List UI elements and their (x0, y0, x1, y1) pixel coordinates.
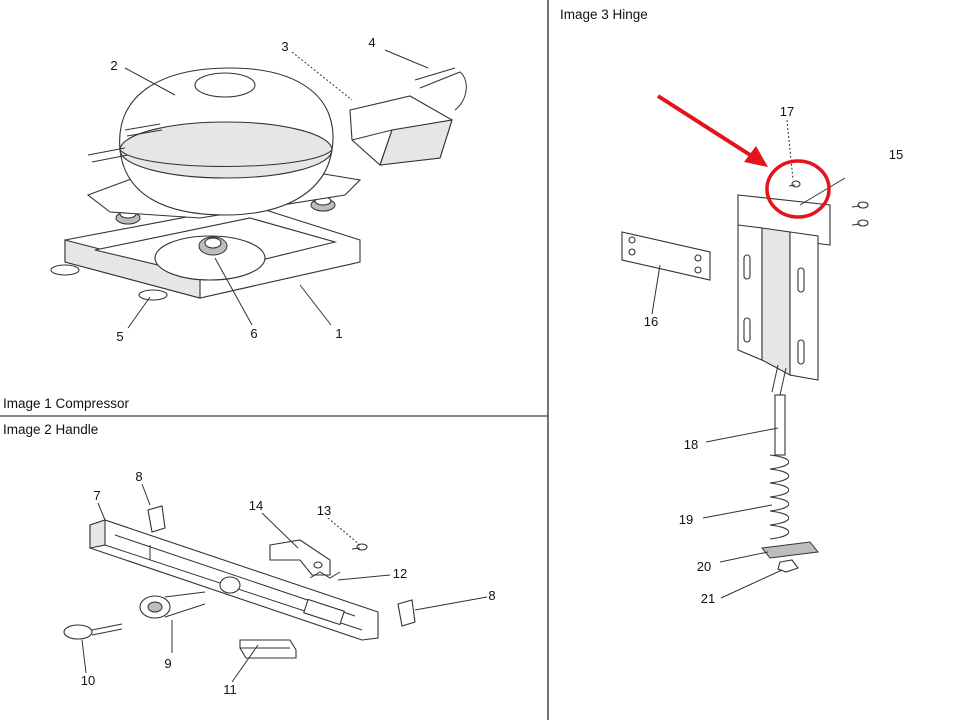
callout-13: 13 (317, 503, 331, 518)
callout-7: 7 (93, 488, 100, 503)
panel-title-compressor: Image 1 Compressor (3, 396, 130, 411)
callout-5: 5 (116, 329, 123, 344)
callout-20: 20 (697, 559, 711, 574)
callout-19: 19 (679, 512, 693, 527)
callout-12: 12 (393, 566, 407, 581)
callout-14: 14 (249, 498, 263, 513)
panel-title-handle: Image 2 Handle (3, 422, 98, 437)
callout-21: 21 (701, 591, 715, 606)
callout-11: 11 (223, 682, 237, 697)
callout-3: 3 (281, 39, 288, 54)
red-arrow-head (744, 146, 768, 167)
handle-drawing (63, 483, 488, 683)
callout-16: 16 (644, 314, 658, 329)
callout-17: 17 (780, 104, 794, 119)
hinge-drawing (621, 94, 869, 599)
callout-4: 4 (368, 35, 375, 50)
red-circle-icon (765, 159, 831, 219)
compressor-drawing (50, 49, 467, 329)
callout-9: 9 (164, 656, 171, 671)
panel-title-hinge: Image 3 Hinge (560, 7, 648, 22)
callout-1: 1 (335, 326, 342, 341)
spring (769, 454, 790, 540)
red-arrow-icon (656, 94, 760, 162)
callout-2: 2 (110, 58, 117, 73)
callout-10: 10 (81, 673, 95, 688)
callout-8-left: 8 (135, 469, 142, 484)
callout-6: 6 (250, 326, 257, 341)
callout-18: 18 (684, 437, 698, 452)
callout-15: 15 (889, 147, 903, 162)
callout-8-right: 8 (488, 588, 495, 603)
